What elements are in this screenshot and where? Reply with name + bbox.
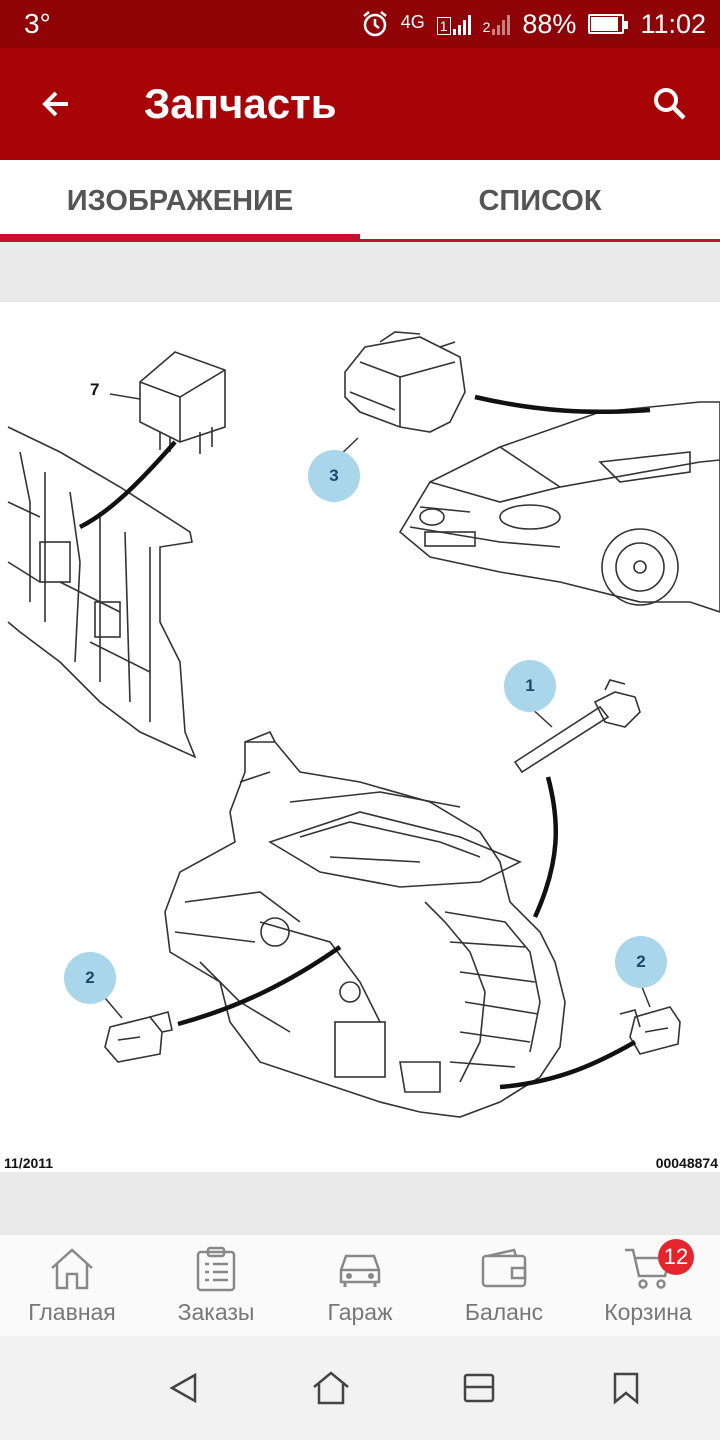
- house-outline-icon: [313, 1371, 350, 1405]
- nav-home-label: Главная: [28, 1299, 116, 1325]
- diagram-drawing: [7, 331, 720, 1118]
- callout-3[interactable]: 3: [308, 450, 360, 502]
- cart-badge: 12: [658, 1239, 694, 1275]
- nav-balance-label: Баланс: [464, 1299, 544, 1325]
- triangle-back-icon: [169, 1372, 196, 1404]
- alarm-icon: [363, 11, 387, 37]
- diagram-date: 11/2011: [4, 1155, 54, 1171]
- nav-orders-label: Заказы: [177, 1299, 255, 1325]
- nav-garage[interactable]: Гараж: [288, 1235, 432, 1336]
- nav-garage-label: Гараж: [327, 1299, 393, 1325]
- system-recents-button[interactable]: [449, 1358, 509, 1418]
- bookmark-icon: [614, 1372, 639, 1405]
- callout-2-left[interactable]: 2: [64, 952, 116, 1004]
- sim1-label: 1: [436, 17, 451, 35]
- search-button[interactable]: [620, 48, 720, 160]
- spacer: [0, 242, 720, 302]
- search-icon: [654, 88, 686, 120]
- tab-image[interactable]: ИЗОБРАЖЕНИЕ: [0, 160, 360, 242]
- home-icon: [51, 1248, 93, 1290]
- nav-home[interactable]: Главная: [0, 1235, 144, 1336]
- battery-percent: 88%: [522, 8, 577, 39]
- nav-balance[interactable]: Баланс: [432, 1235, 576, 1336]
- callout-2-right[interactable]: 2: [615, 936, 667, 988]
- system-back-button[interactable]: [154, 1358, 214, 1418]
- sim2-label: 2: [482, 19, 491, 35]
- nav-cart-label: Корзина: [604, 1299, 692, 1325]
- clipboard-icon: [196, 1246, 236, 1292]
- arrow-left-icon: [42, 91, 68, 117]
- diagram-code: 00048874: [655, 1155, 718, 1171]
- status-bar: 3° 4G 1 2 88% 11:02: [0, 0, 720, 48]
- temperature: 3°: [24, 8, 51, 39]
- parts-diagram[interactable]: 7 3 1 2 2 11/2011 00048874: [0, 302, 720, 1172]
- recents-icon: [463, 1373, 494, 1403]
- tab-list[interactable]: СПИСОК: [360, 160, 720, 242]
- part-label-7: 7: [90, 380, 100, 399]
- system-home-button[interactable]: [301, 1358, 361, 1418]
- app-bar: Запчасть: [0, 48, 720, 160]
- battery-icon: [588, 14, 629, 34]
- page-title: Запчасть: [144, 80, 337, 127]
- spacer-bottom: [0, 1172, 720, 1234]
- bottom-navigation: Главная Заказы Гараж Баланс Корзина 12: [0, 1234, 720, 1336]
- wallet-icon: [481, 1248, 527, 1288]
- system-notification-button[interactable]: [596, 1358, 656, 1418]
- clock: 11:02: [640, 8, 706, 39]
- tab-bar: ИЗОБРАЖЕНИЕ СПИСОК: [0, 160, 720, 242]
- network-type: 4G: [400, 11, 425, 32]
- car-icon: [339, 1254, 381, 1287]
- system-navigation: [0, 1336, 720, 1440]
- sim2-signal-icon: 2: [483, 13, 511, 35]
- back-button[interactable]: [0, 48, 112, 160]
- nav-orders[interactable]: Заказы: [144, 1235, 288, 1336]
- nav-cart[interactable]: Корзина 12: [576, 1235, 720, 1336]
- sim1-signal-icon: 1: [436, 13, 471, 35]
- callout-1[interactable]: 1: [504, 660, 556, 712]
